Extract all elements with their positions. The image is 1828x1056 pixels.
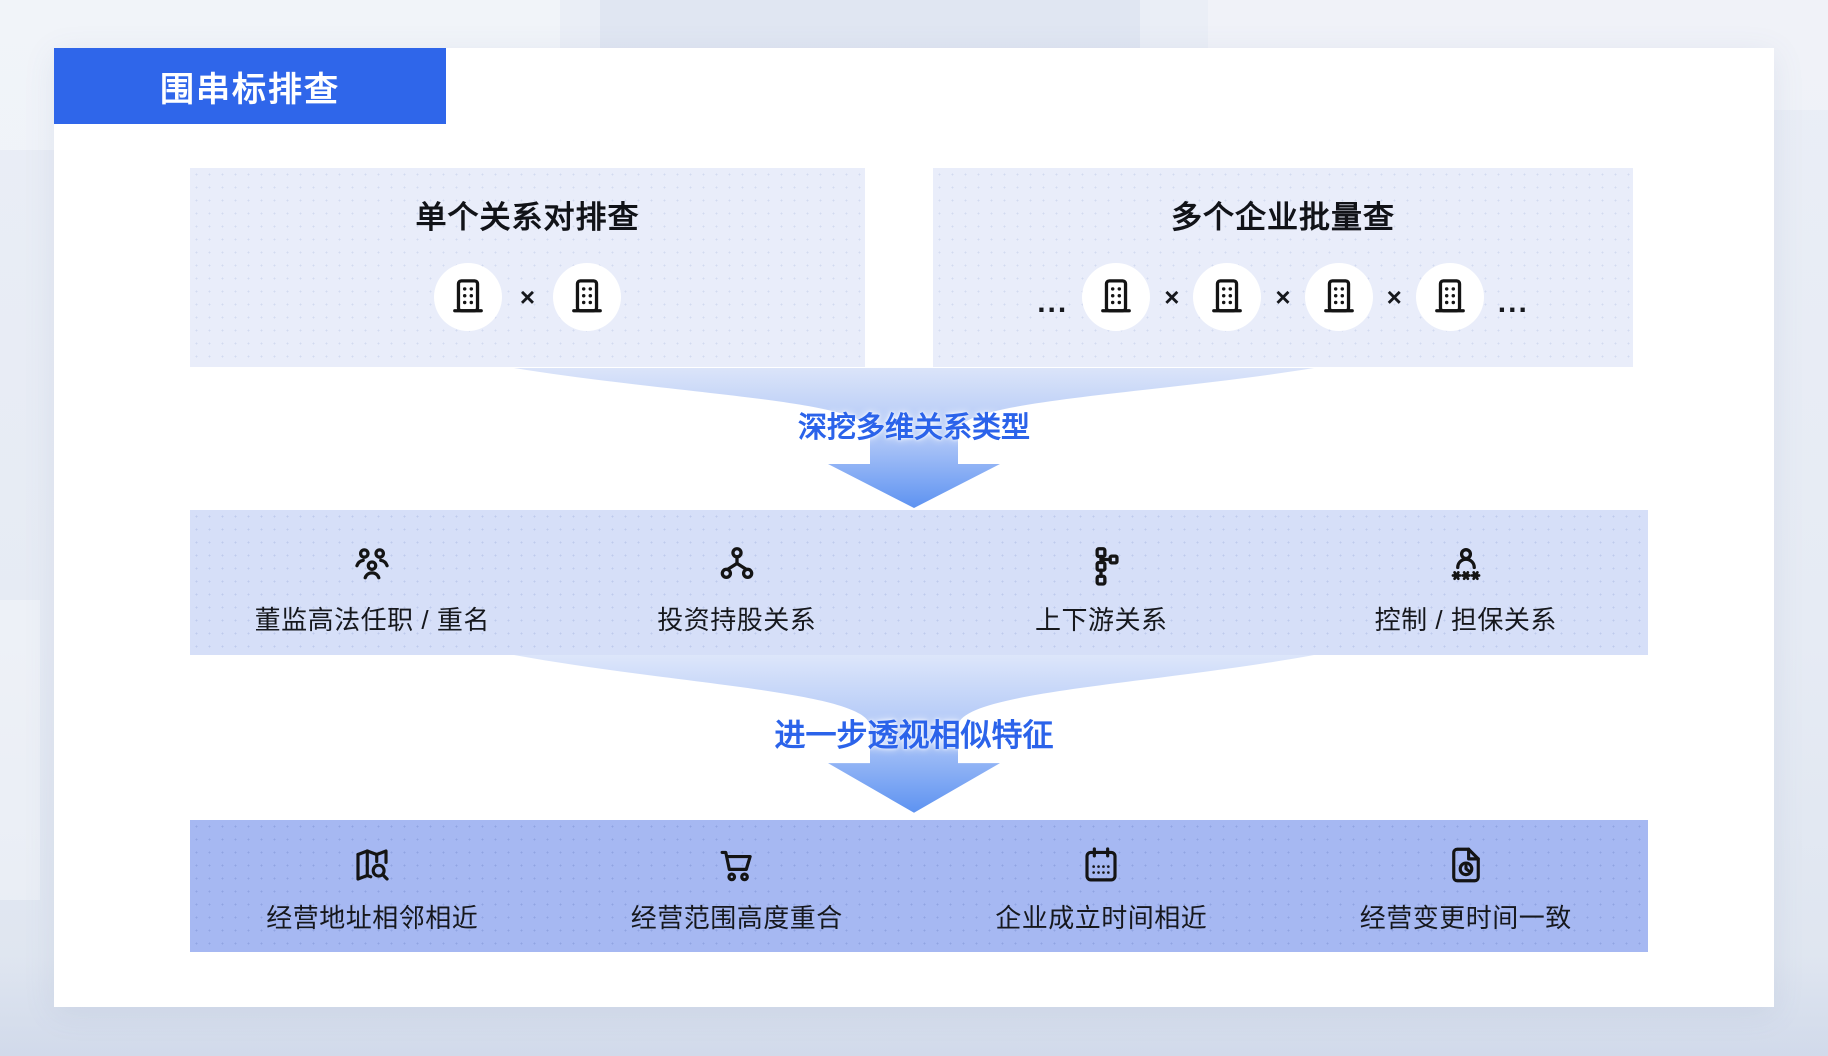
org-chart-icon [720, 547, 754, 580]
file-clock-icon [1451, 847, 1480, 883]
relation-item-shareholding: 投资持股关系 [555, 510, 920, 655]
feature-item-founding-time: 企业成立时间相近 [919, 820, 1284, 952]
feature-item-label: 经营范围高度重合 [630, 903, 843, 933]
cross-separator: × [519, 282, 536, 312]
feature-item-label: 经营变更时间一致 [1359, 903, 1572, 933]
calendar-icon [1085, 847, 1117, 882]
single-pair-icons-row: × [433, 263, 622, 331]
relation-item-label: 董监高法任职 / 重名 [254, 605, 490, 635]
building-icon [572, 279, 602, 313]
page-title: 围串标排查 [160, 70, 340, 109]
title-badge: 围串标排查 [54, 48, 446, 124]
leading-ellipsis: ... [1037, 286, 1069, 319]
cross-separator: × [1164, 282, 1180, 312]
relation-item-supply-chain: 上下游关系 [919, 510, 1284, 655]
company-circle [1193, 263, 1262, 331]
relation-types-band: 董监高法任职 / 重名 投资持股关系 [190, 510, 1648, 655]
map-search-icon [356, 849, 389, 881]
single-pair-check-box: 单个关系对排查 × [190, 168, 865, 367]
company-circle [433, 263, 502, 331]
building-icon [453, 279, 483, 313]
building-icon [1101, 279, 1132, 313]
flow-nodes-icon [1095, 547, 1119, 586]
person-asterisks-icon [1451, 548, 1481, 581]
cart-icon [720, 850, 752, 882]
feature-item-label: 经营地址相邻相近 [266, 903, 479, 933]
batch-check-box: 多个企业批量查 ... × × [933, 168, 1633, 367]
company-circle [1082, 263, 1151, 331]
single-pair-check-title: 单个关系对排查 [415, 200, 640, 235]
feature-item-business-scope: 经营范围高度重合 [555, 820, 920, 952]
relation-item-label: 控制 / 担保关系 [1374, 605, 1557, 635]
batch-icons-row: ... × × [1037, 263, 1529, 331]
funnel1-label: 深挖多维关系类型 [797, 412, 1030, 444]
feature-item-address: 经营地址相邻相近 [190, 820, 555, 952]
building-icon [1323, 279, 1354, 313]
company-circle [553, 263, 622, 331]
batch-check-title: 多个企业批量查 [1171, 200, 1395, 235]
building-icon [1434, 279, 1465, 313]
people-group-icon [355, 548, 389, 580]
trailing-ellipsis: ... [1497, 286, 1529, 319]
cross-separator: × [1386, 282, 1402, 312]
diagram-card: 围串标排查 单个关系对排查 [54, 48, 1774, 1007]
feature-item-change-time: 经营变更时间一致 [1284, 820, 1649, 952]
relation-item-label: 上下游关系 [1034, 605, 1168, 635]
company-circle [1304, 263, 1373, 331]
relation-item-control-guarantee: 控制 / 担保关系 [1284, 510, 1649, 655]
relation-item-executives: 董监高法任职 / 重名 [190, 510, 555, 655]
similar-features-band: 经营地址相邻相近 经营范围高度重合 [190, 820, 1648, 952]
building-icon [1212, 279, 1243, 313]
company-circle [1415, 263, 1484, 331]
background-tile [0, 600, 40, 900]
feature-item-label: 企业成立时间相近 [995, 903, 1208, 933]
cross-separator: × [1275, 282, 1291, 312]
relation-item-label: 投资持股关系 [657, 605, 817, 635]
funnel2-label: 进一步透视相似特征 [774, 718, 1054, 753]
